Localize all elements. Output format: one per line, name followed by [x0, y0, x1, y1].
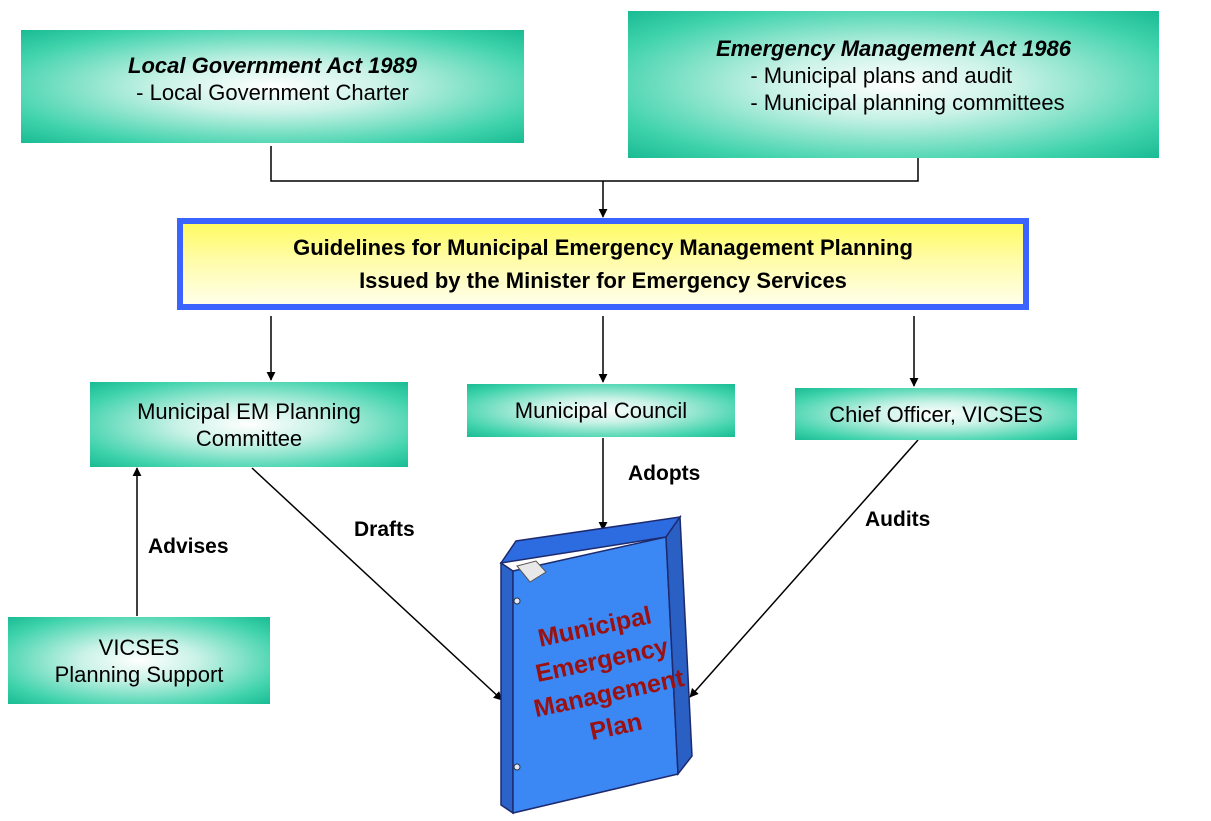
- planning-support-box: VICSES Planning Support: [8, 617, 270, 704]
- municipal-council-label: Municipal Council: [514, 398, 688, 423]
- arrow-chief-audits: [689, 439, 919, 698]
- drafts-label: Drafts: [354, 518, 415, 541]
- arrow-committee-drafts: [251, 467, 503, 701]
- local-government-act-title: Local Government Act 1989: [128, 53, 417, 78]
- planning-committee-box: Municipal EM Planning Committee: [90, 382, 408, 467]
- guidelines-line-1: Guidelines for Municipal Emergency Manag…: [293, 235, 913, 260]
- emergency-management-act-box: Emergency Management Act 1986 - Municipa…: [628, 11, 1159, 158]
- emergency-management-act-lines: - Municipal plans and audit - Municipal …: [722, 62, 1064, 116]
- planning-committee-line-1: Municipal EM Planning: [137, 398, 361, 424]
- planning-committee-line-2: Committee: [195, 425, 303, 451]
- connector-acts-merge: [270, 146, 919, 182]
- guidelines-line-2: Issued by the Minister for Emergency Ser…: [359, 268, 847, 293]
- chief-officer-label: Chief Officer, VICSES: [829, 401, 1043, 427]
- chief-officer-box: Chief Officer, VICSES: [795, 388, 1077, 440]
- local-government-act-box: Local Government Act 1989 - Local Govern…: [21, 30, 524, 143]
- planning-support-line-2: Planning Support: [54, 661, 224, 687]
- emergency-management-act-line-2: - Municipal planning committees: [750, 90, 1065, 115]
- audits-label: Audits: [865, 508, 931, 531]
- guidelines-box: Guidelines for Municipal Emergency Manag…: [177, 218, 1029, 310]
- planning-support-line-1: VICSES: [98, 634, 180, 660]
- plan-binder: Municipal Emergency Management Plan: [499, 514, 693, 815]
- local-government-act-line: - Local Government Charter: [136, 80, 409, 105]
- adopts-label: Adopts: [628, 462, 701, 485]
- emergency-management-act-title: Emergency Management Act 1986: [716, 36, 1071, 61]
- advises-label: Advises: [148, 535, 229, 558]
- emergency-management-act-line-1: - Municipal plans and audit: [750, 63, 1013, 88]
- municipal-council-box: Municipal Council: [467, 384, 735, 437]
